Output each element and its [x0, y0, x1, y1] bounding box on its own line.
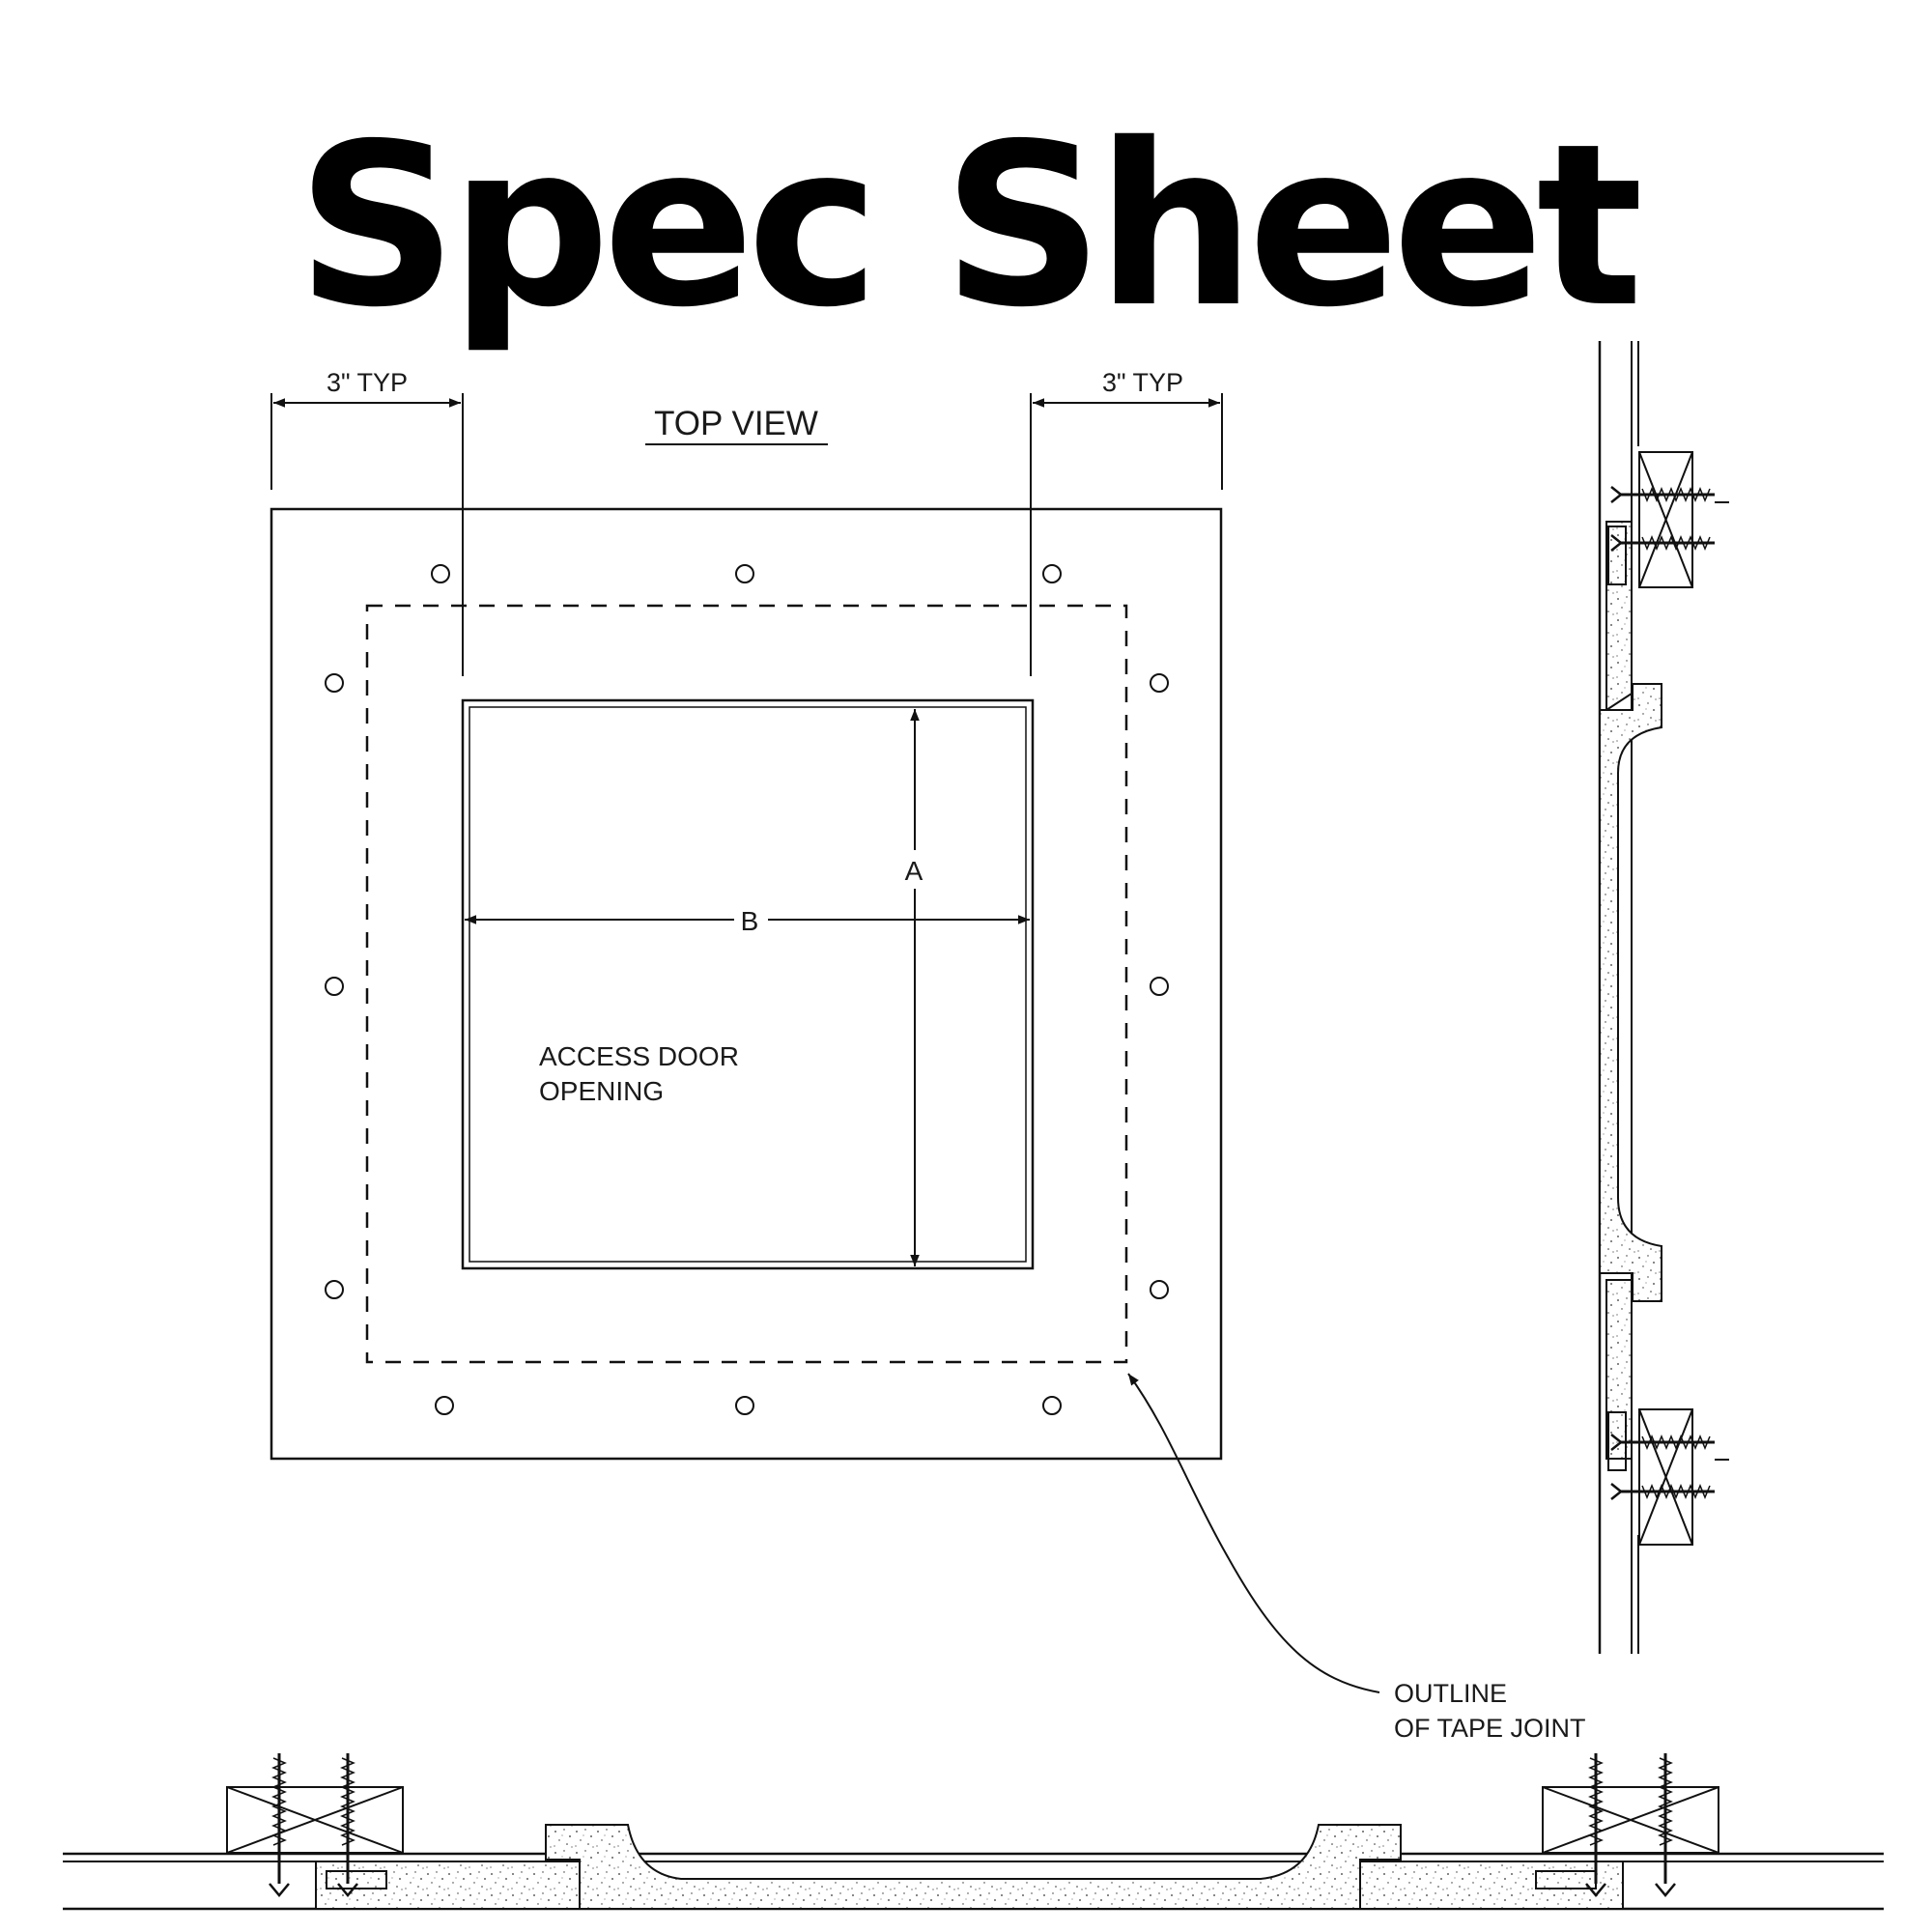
bottom-door-panel — [545, 1824, 1402, 1910]
callout-label-line2: OF TAPE JOINT — [1394, 1714, 1586, 1743]
side-section — [1598, 341, 1729, 1654]
side-flange-bottom — [1605, 1279, 1633, 1460]
bottom-stud-left — [226, 1786, 404, 1854]
bottom-section — [63, 1753, 1884, 1911]
bottom-stud-right — [1542, 1786, 1719, 1854]
screw-hole — [1150, 1280, 1169, 1299]
dim-left-label: 3" TYP — [327, 368, 408, 397]
screw-hole — [325, 673, 344, 693]
opening-label-line2: OPENING — [539, 1076, 664, 1106]
tape-joint-outline — [365, 604, 1128, 1364]
dimension-left — [270, 393, 464, 676]
callout-leader — [1127, 1373, 1380, 1693]
side-door-panel — [1599, 683, 1662, 1302]
top-view-heading: TOP VIEW — [654, 405, 818, 442]
top-view — [270, 393, 1380, 1693]
door-opening-outer — [461, 698, 1035, 1270]
screw-hole — [435, 1396, 454, 1415]
opening-label-line1: ACCESS DOOR — [539, 1041, 739, 1071]
screw-hole — [735, 1396, 754, 1415]
dimension-right — [1030, 393, 1223, 676]
side-flange-top — [1605, 521, 1633, 712]
screw-holes — [325, 564, 1169, 1415]
page-title: Spec Sheet — [296, 96, 1644, 356]
door-opening-inner — [469, 706, 1027, 1263]
dim-b-label: B — [741, 906, 759, 936]
dim-a-label: A — [905, 856, 923, 886]
callout-label-line1: OUTLINE — [1394, 1679, 1507, 1708]
panel-outline — [270, 507, 1223, 1461]
screw-hole — [735, 564, 754, 583]
screw-hole — [1150, 977, 1169, 996]
side-stud-top — [1638, 451, 1693, 588]
screw-hole — [1042, 564, 1062, 583]
side-stud-bottom — [1638, 1408, 1693, 1546]
bottom-flange-right — [1359, 1861, 1624, 1910]
screw-hole — [325, 977, 344, 996]
side-screws — [1610, 486, 1715, 1500]
screw-hole — [325, 1280, 344, 1299]
screw-hole — [1150, 673, 1169, 693]
dim-right-label: 3" TYP — [1102, 368, 1183, 397]
screw-hole — [431, 564, 450, 583]
screw-hole — [1042, 1396, 1062, 1415]
